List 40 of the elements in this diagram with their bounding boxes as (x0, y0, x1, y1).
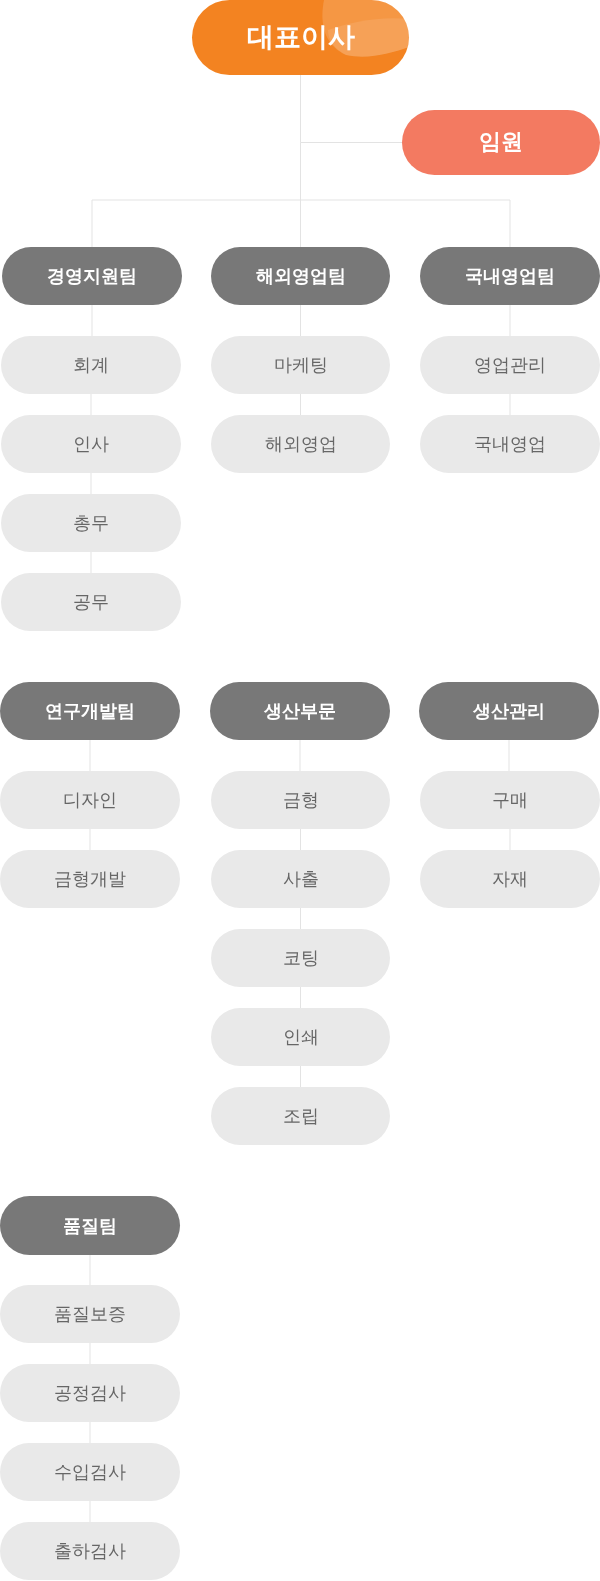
node-label: 인쇄 (282, 1026, 319, 1048)
node-label: 연구개발팀 (45, 700, 135, 722)
team-node (210, 682, 390, 740)
node-label: 코팅 (282, 947, 319, 969)
node-label: 금형개발 (54, 868, 126, 890)
node-label: 영업관리 (474, 354, 546, 376)
team-node (420, 247, 600, 305)
team-node (0, 682, 180, 740)
node-label: 총무 (73, 512, 109, 534)
node-label: 자재 (492, 868, 528, 890)
node-label: 구매 (492, 789, 528, 811)
node-label: 회계 (73, 354, 109, 376)
node-label: 수입검사 (54, 1461, 126, 1483)
node-label: 출하검사 (54, 1540, 126, 1562)
node-label: 국내영업 (474, 433, 546, 455)
node-label: 생산관리 (473, 700, 545, 722)
team-node (0, 1196, 180, 1255)
node-label: 마케팅 (273, 354, 328, 376)
node-label: 공정검사 (54, 1382, 126, 1404)
executive-node (402, 110, 600, 175)
connector-line (91, 199, 301, 248)
node-label: 품질보증 (54, 1303, 126, 1325)
node-label: 해외영업팀 (255, 265, 346, 287)
node-label: 임원 (479, 129, 523, 156)
node-label: 경영지원팀 (47, 265, 137, 287)
node-label: 인사 (73, 433, 109, 455)
node-label: 사출 (282, 868, 319, 890)
node-label: 생산부문 (264, 700, 336, 722)
node-label: 대표이사 (246, 21, 355, 54)
node-label: 금형 (282, 789, 319, 811)
team-node (419, 682, 599, 740)
node-label: 공무 (73, 591, 109, 613)
node-label: 품질팀 (63, 1214, 117, 1237)
team-node (2, 247, 182, 305)
connector-line (300, 199, 511, 248)
node-label: 조립 (282, 1105, 319, 1127)
node-label: 해외영업 (264, 433, 337, 455)
team-node (211, 247, 390, 305)
node-label: 국내영업팀 (465, 265, 555, 287)
node-label: 디자인 (63, 789, 117, 811)
